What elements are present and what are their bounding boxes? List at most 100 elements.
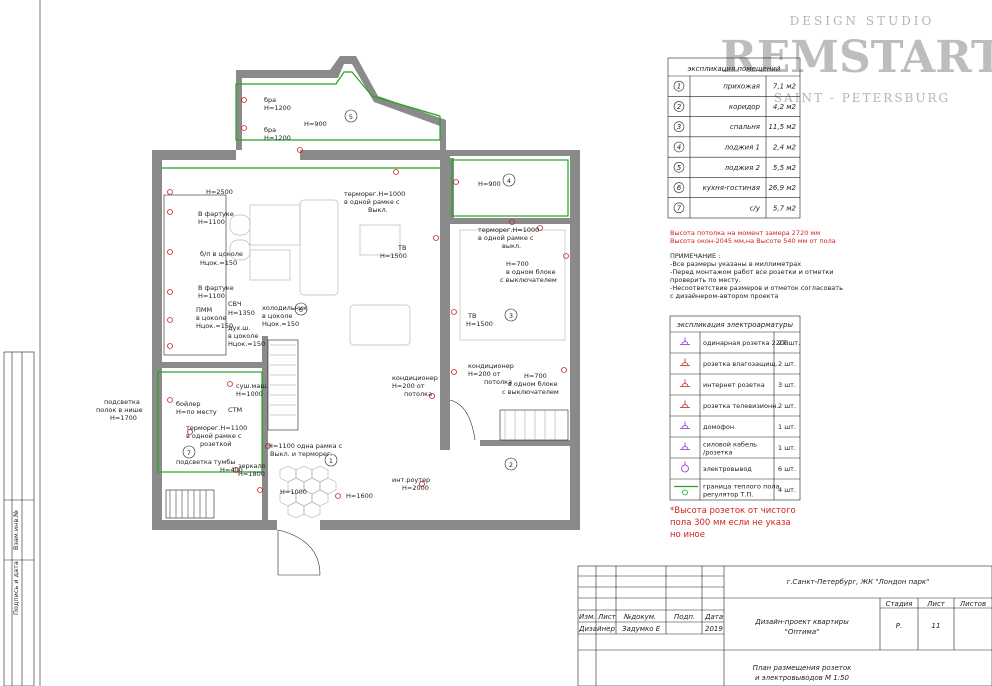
lbl-h900b: Н=900 [478, 180, 501, 188]
lbl-tv1: ТВ [397, 244, 406, 252]
side-stamp: Взам.инв.№ Подпись и дата [3, 351, 35, 686]
wall-bottom-left [152, 520, 277, 530]
lbl-h700b3: с выключателем [502, 388, 559, 396]
room-number-2: 2 [509, 461, 513, 469]
lbl-bra2: бра [264, 126, 276, 134]
room-row-area: 7,1 м2 [773, 83, 797, 91]
room-number-4: 4 [507, 177, 511, 185]
wall-center [440, 150, 450, 450]
lbl-sush2: Н=1000 [236, 390, 263, 398]
room-row-num: 1 [677, 83, 681, 91]
lbl-h700b: Н=700 [524, 372, 547, 380]
tb-stage-hdr: Стадия [886, 600, 913, 608]
notes-title: ПРИМЕЧАНИЕ : [670, 252, 720, 260]
lbl-h1100c: Н=1100 одна рамка с [268, 442, 343, 450]
title-block: г.Санкт-Петербург, ЖК "Лондон парк" Изм.… [577, 565, 992, 686]
room-number-markers: 5 4 6 3 2 7 1 [182, 109, 518, 471]
lbl-termo2: терморег.Н=1000 [478, 226, 539, 234]
lbl-h1000: Н=1000 [280, 488, 307, 496]
lbl-kond1b: Н=200 от [392, 382, 425, 390]
legend-row-count: 2 шт. [778, 402, 796, 410]
lbl-kond2c: потолка [484, 378, 512, 386]
room-number-7: 7 [187, 449, 191, 457]
tb-sheet-hdr: Лист [926, 600, 946, 608]
lbl-tv1h: Н=1500 [380, 252, 407, 260]
wall-top-mid [300, 150, 450, 160]
room-row-num: 5 [677, 164, 682, 172]
lbl-termo1c: Выкл. [368, 206, 388, 214]
room-row-num-circle [673, 202, 685, 214]
entrance-tiles [279, 465, 337, 519]
heights-line-1: Высота потолка на момент замера 2720 мм [670, 229, 820, 237]
lbl-tv2h: Н=1500 [466, 320, 493, 328]
room-row-num-circle [673, 80, 685, 92]
room-row-name: лоджия 1 [724, 144, 760, 152]
room-row-name: прихожая [723, 83, 760, 91]
room-row-num-circle [673, 141, 685, 153]
room-row-num-circle [673, 121, 685, 133]
lbl-podsvet-tumb: подсветка тумбы [176, 458, 236, 466]
room-row-area: 2,4 м2 [773, 144, 797, 152]
lbl-h900a: Н=900 [304, 120, 327, 128]
room-number-3: 3 [509, 312, 513, 320]
stamp-sign-label: Подпись и дата [12, 561, 20, 615]
lbl-termo1b: в одной рамке с [344, 198, 400, 206]
radiator [165, 489, 215, 519]
socket-tv-icon [680, 400, 690, 408]
socket-markers [167, 97, 569, 499]
room-number-1: 1 [329, 457, 333, 465]
legend-row-name: электровывод [703, 465, 752, 473]
brand-studio: DESIGN STUDIO [790, 14, 935, 28]
room-row-num-circle [673, 101, 685, 112]
room-row-num: 7 [677, 204, 682, 212]
brand-city: SAINT - PETERSBURG [774, 91, 950, 105]
lbl-h700a: Н=700 [506, 260, 529, 268]
room-row-num: 6 [677, 184, 682, 192]
tb-hdr-list: Лист [597, 613, 617, 621]
furniture [229, 199, 566, 346]
lbl-podsvet2: полок в нише [96, 406, 143, 414]
lbl-tv2: ТВ [467, 312, 476, 320]
floor-heating-icon [674, 485, 698, 496]
room-number-6: 6 [299, 306, 303, 314]
lbl-h700a3: с выключателем [500, 276, 557, 284]
room-row-num: 2 [677, 103, 682, 111]
lbl-dujuh2: в цоколе [228, 332, 258, 340]
room-row-name: лоджия 2 [724, 164, 761, 172]
notes-item-1: -Все размеры указаны в миллиметрах [670, 260, 801, 268]
lbl-kond1: кондиционер [392, 374, 438, 382]
room-row-num: 4 [677, 144, 681, 152]
socket-internet-icon [680, 379, 690, 387]
lbl-h1100c2: Выкл. и терморег. [270, 450, 333, 458]
lbl-router2: Н=2000 [402, 484, 429, 492]
wall-right [570, 150, 580, 530]
plan-labels: бра Н=1200 бра Н=1200 Н=900 Н=2500 В фар… [96, 96, 559, 500]
lbl-holod: холодильник [262, 304, 307, 312]
lbl-podsvet3: Н=1700 [110, 414, 137, 422]
legend-row-count: 1 шт. [778, 423, 796, 431]
lbl-kond1c: потолка [404, 390, 432, 398]
lbl-dujuh3: Нцок.=150 [228, 340, 265, 348]
tb-year: 2019 [705, 625, 723, 633]
room-row-name: с/у [750, 204, 761, 212]
lbl-zerkalo: зеркало [238, 462, 266, 470]
intercom-icon [680, 421, 690, 429]
brand-name: REMSTART [720, 32, 992, 83]
lbl-h2500: Н=2500 [206, 188, 233, 196]
legend-row-name: розетка влагозащищ. [703, 360, 778, 368]
legend-row-count: 1 шт. [778, 444, 796, 452]
legend-row-name: граница теплого пола [703, 483, 779, 491]
notes-item-3: проверить по месту. [670, 276, 741, 284]
wall-bath-right [262, 336, 268, 522]
lbl-h700b2: в одном блоке [508, 380, 558, 388]
room-number-5: 5 [349, 113, 353, 121]
bedroom-wardrobe [499, 409, 569, 441]
cable-outlet-icon [681, 461, 689, 473]
heating-border-loggia-1 [451, 159, 569, 217]
room-row-num-circle [673, 161, 685, 173]
room-row-area: 5,5 м2 [773, 164, 797, 172]
legend-row-name: одинарная розетка 220В [703, 339, 788, 347]
